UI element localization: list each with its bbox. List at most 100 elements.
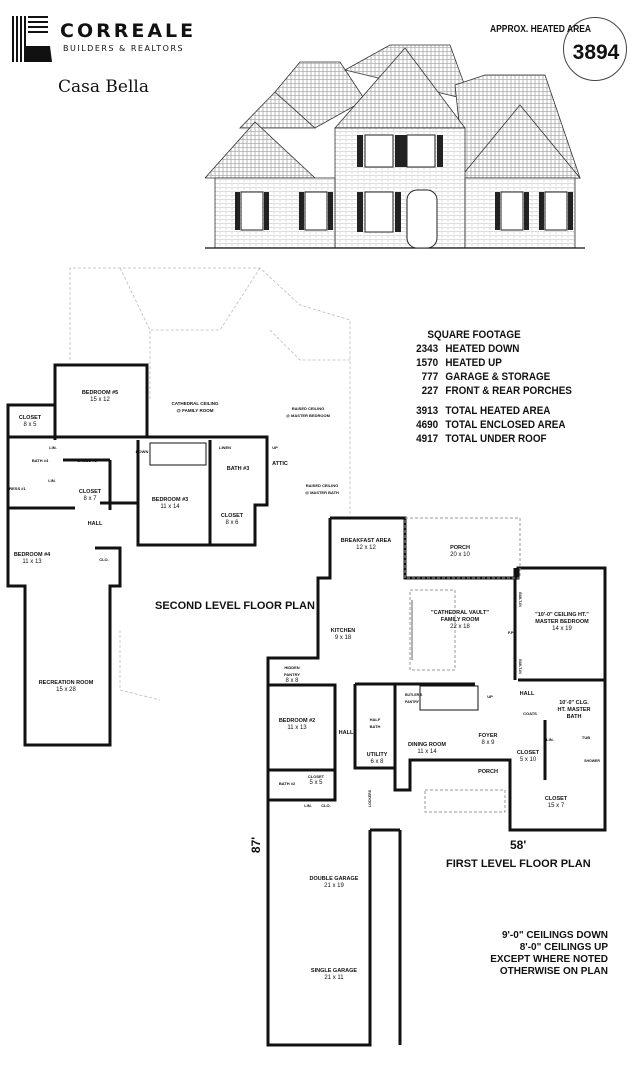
- square-footage-heading: SQUARE FOOTAGE: [427, 329, 521, 341]
- sqft-total-row: 4690 TOTAL ENCLOSED AREA: [404, 418, 572, 432]
- front-elevation-drawing: [205, 44, 585, 249]
- room-label: BATH #2: [278, 781, 296, 786]
- sqft-label: GARAGE & STORAGE: [445, 371, 551, 383]
- sqft-row: 1570 HEATED UP: [404, 356, 572, 370]
- brand-name: CORREALE: [60, 20, 197, 42]
- ceiling-notes: 9'-0" CEILINGS DOWN 8'-0" CEILINGS UP EX…: [468, 930, 608, 978]
- width-dimension: 58': [510, 838, 527, 852]
- sqft-row: 2343 HEATED DOWN: [404, 342, 572, 356]
- room-label: BUILT-IN: [517, 592, 522, 607]
- room-label: LIN.: [546, 737, 554, 742]
- room-label: F.P.: [507, 630, 515, 635]
- stairs: [149, 442, 479, 711]
- sqft-label: HEATED UP: [445, 357, 502, 369]
- sqft-value: 2343: [416, 343, 439, 355]
- room-label: BUTLER'S PANTRY: [405, 693, 423, 704]
- sqft-value: 3913: [416, 405, 439, 417]
- room-label: DRESS #2: [77, 458, 97, 463]
- second-level-title: SECOND LEVEL FLOOR PLAN: [155, 600, 315, 612]
- note-line: 8'-0" CEILINGS UP: [519, 942, 608, 953]
- stairs-label: UP: [487, 694, 493, 699]
- heated-area-label: APPROX. HEATED AREA: [490, 24, 592, 35]
- room-label: SHOWER: [584, 759, 600, 763]
- room-label: COATS: [523, 711, 537, 716]
- room-label: HALL: [519, 691, 535, 697]
- sqft-label: TOTAL UNDER ROOF: [445, 433, 547, 445]
- heated-area-circle: [563, 17, 627, 81]
- sqft-row: 777 GARAGE & STORAGE: [404, 370, 572, 384]
- room-label: HALF BATH: [369, 717, 381, 729]
- sqft-total-row: 4917 TOTAL UNDER ROOF: [404, 432, 572, 446]
- room-label: LIN.: [48, 478, 56, 483]
- room-label: ATTIC: [272, 461, 288, 467]
- room-label: BATH #4: [31, 458, 49, 463]
- first-level-walls: [266, 516, 607, 1047]
- room-label: BUILT-IN: [517, 659, 522, 674]
- room-label: PORCH: [478, 769, 498, 775]
- room-label: BATH #3: [226, 466, 250, 472]
- sqft-label: TOTAL ENCLOSED AREA: [445, 419, 566, 431]
- sqft-value: 227: [421, 385, 439, 397]
- sqft-row: 227 FRONT & REAR PORCHES: [404, 384, 572, 398]
- sqft-value: 4917: [416, 433, 439, 445]
- correale-logo-icon: [12, 16, 52, 62]
- room-label: LIN.: [49, 445, 57, 450]
- depth-dimension: 87': [249, 836, 264, 854]
- sqft-value: 777: [421, 371, 439, 383]
- second-level-walls: [6, 363, 269, 747]
- sqft-value: 4690: [416, 419, 439, 431]
- note-line: EXCEPT WHERE NOTED: [490, 954, 608, 965]
- room-label: LINEN: [219, 445, 231, 450]
- room-label: RAISED CEILING@ MASTER BATH: [305, 483, 339, 495]
- room-label: CLO.: [99, 557, 109, 562]
- room-label: 10'-0" CLG. HT. MASTER BATH: [557, 700, 591, 720]
- room-label: TUB: [581, 735, 591, 740]
- sqft-label: FRONT & REAR PORCHES: [445, 385, 572, 397]
- room-label: HALL: [338, 730, 354, 736]
- plan-name: Casa Bella: [58, 77, 149, 97]
- room-label: LOCKERS: [368, 789, 373, 808]
- roof-outline: [69, 267, 351, 701]
- stairs-label: DOWN: [135, 449, 149, 454]
- heated-area-value: 3894: [572, 41, 620, 64]
- sqft-label: HEATED DOWN: [445, 343, 520, 355]
- room-label: CATHEDRAL CEILING@ FAMILY ROOM: [171, 401, 219, 413]
- brand-tagline: BUILDERS & REALTORS: [63, 44, 185, 53]
- stairs-label: UP: [272, 445, 278, 450]
- room-label: RAISED CEILING@ MASTER BEDROOM: [286, 406, 330, 418]
- room-label: CLO.: [321, 803, 331, 808]
- note-line: 9'-0" CEILINGS DOWN: [501, 930, 608, 941]
- room-label: DRESS #1: [6, 486, 26, 491]
- room-label: HALL: [87, 521, 103, 527]
- sqft-value: 1570: [416, 357, 439, 369]
- sqft-label: TOTAL HEATED AREA: [445, 405, 551, 417]
- square-footage-table: SQUARE FOOTAGE 2343 HEATED DOWN 1570 HEATE…: [404, 328, 572, 446]
- first-level-title: FIRST LEVEL FLOOR PLAN: [446, 858, 591, 870]
- sqft-total-row: 3913 TOTAL HEATED AREA: [404, 404, 572, 418]
- note-line: OTHERWISE ON PLAN: [499, 966, 608, 977]
- room-label: LIN.: [304, 803, 312, 808]
